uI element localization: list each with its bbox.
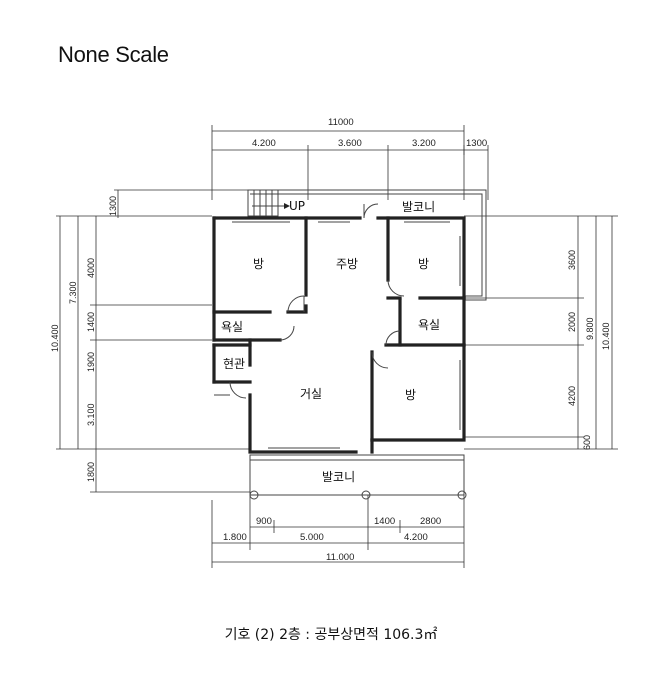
stair bbox=[247, 189, 290, 217]
bottom-dimensions: 900 1400 2800 1.800 5.000 4.200 11.000 bbox=[211, 495, 465, 568]
dim-top-seg3: 3.200 bbox=[412, 138, 436, 149]
balcony-bottom-label: 발코니 bbox=[322, 470, 355, 484]
room-bath-1: 욕실 bbox=[221, 320, 243, 334]
dim-top-total: 11000 bbox=[328, 117, 354, 128]
dim-bottom-4200: 4.200 bbox=[404, 532, 428, 543]
dim-bottom-5000: 5.000 bbox=[300, 532, 324, 543]
dim-left-1400: 1400 bbox=[86, 312, 96, 332]
dim-top-seg1: 4.200 bbox=[252, 138, 276, 149]
room-bedroom-2: 방 bbox=[418, 257, 429, 271]
dim-right-10400: 10.400 bbox=[601, 322, 611, 350]
balcony-top-label: 발코니 bbox=[402, 200, 435, 214]
dim-left-7300: 7.300 bbox=[68, 281, 78, 304]
room-living: 거실 bbox=[300, 387, 322, 401]
right-dimensions: 3600 2000 4200 600 9.800 10.400 bbox=[464, 215, 618, 450]
room-bedroom-1: 방 bbox=[253, 257, 264, 271]
dim-bottom-1400: 1400 bbox=[374, 516, 395, 527]
dim-top-seg2: 3.600 bbox=[338, 138, 362, 149]
walls bbox=[212, 216, 466, 454]
dim-left-3100: 3.100 bbox=[86, 403, 96, 426]
room-labels: 방 주방 방 욕실 욕실 현관 거실 방 발코니 발코니 UP bbox=[221, 199, 440, 484]
dim-right-9800: 9.800 bbox=[585, 317, 595, 340]
dim-left-1300: 1300 bbox=[108, 196, 118, 216]
dim-left-10400: 10.400 bbox=[50, 324, 60, 352]
room-entry: 현관 bbox=[223, 357, 245, 371]
top-dimensions: 11000 4.200 3.600 3.200 1300 bbox=[211, 117, 489, 200]
dim-bottom-900: 900 bbox=[256, 516, 272, 527]
dim-right-2000: 2000 bbox=[567, 312, 577, 332]
dim-top-seg4: 1300 bbox=[466, 138, 487, 149]
dim-left-1900: 1900 bbox=[86, 352, 96, 372]
dim-right-3600: 3600 bbox=[567, 250, 577, 270]
dim-bottom-1800: 1.800 bbox=[223, 532, 247, 543]
room-bedroom-3: 방 bbox=[405, 388, 416, 402]
dim-left-4000: 4000 bbox=[86, 258, 96, 278]
windows bbox=[232, 221, 461, 449]
room-kitchen: 주방 bbox=[336, 257, 358, 271]
dim-right-4200: 4200 bbox=[567, 386, 577, 406]
stair-up-label: UP bbox=[289, 199, 305, 213]
scale-title: None Scale bbox=[58, 42, 169, 67]
dim-left-1800: 1800 bbox=[86, 462, 96, 482]
balconies bbox=[249, 189, 487, 500]
dim-right-600: 600 bbox=[582, 435, 592, 450]
plan-caption: 기호 (2) 2층 : 공부상면적 106.3㎡ bbox=[224, 627, 438, 643]
dim-bottom-2800: 2800 bbox=[420, 516, 441, 527]
dim-bottom-total: 11.000 bbox=[326, 552, 354, 563]
left-dimensions: 1300 4000 1400 1900 7.300 3.100 10.400 1… bbox=[50, 189, 250, 493]
doors bbox=[214, 203, 405, 399]
room-bath-2: 욕실 bbox=[418, 318, 440, 332]
